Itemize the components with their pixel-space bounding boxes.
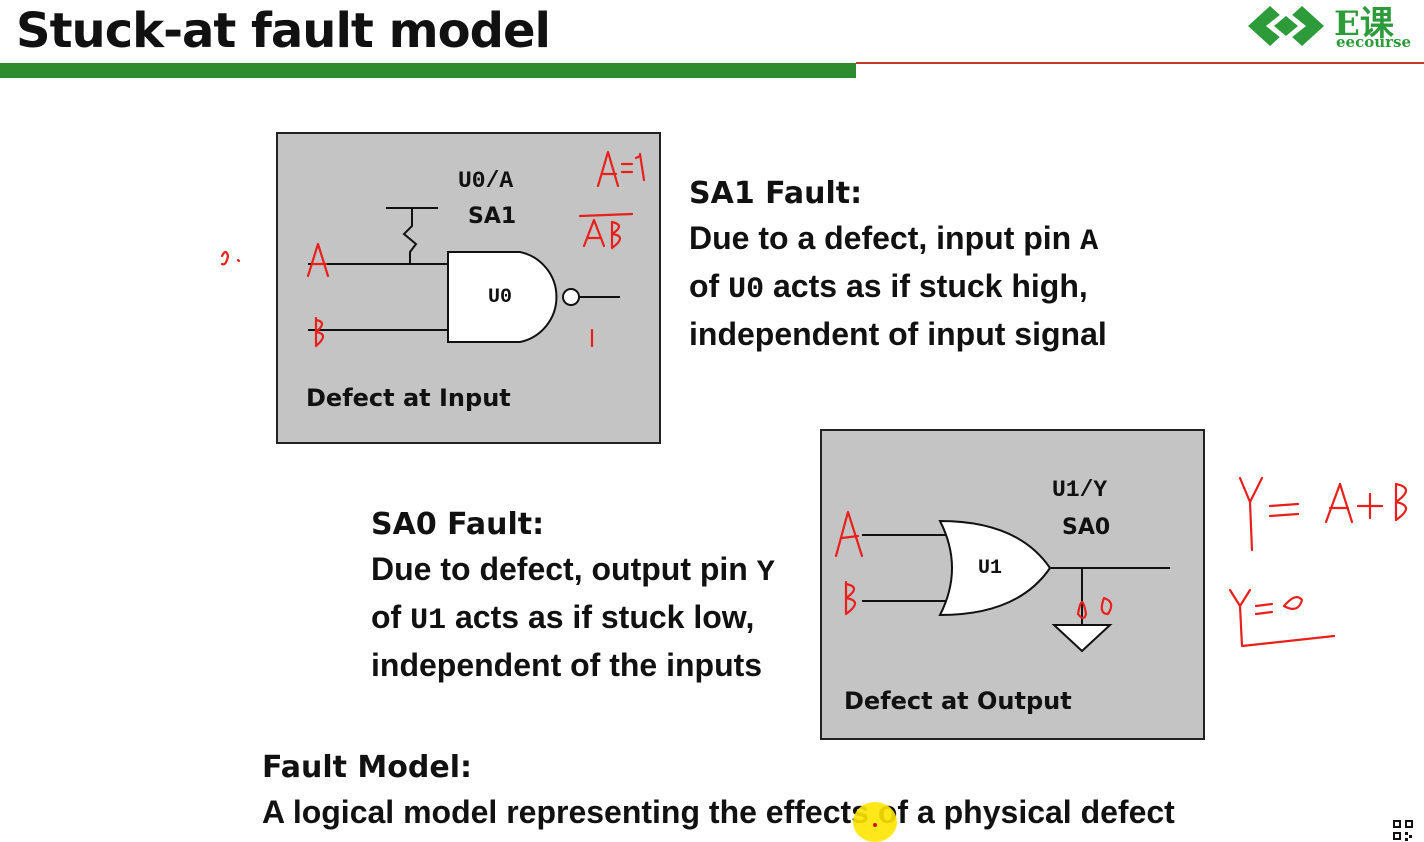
fault-model-heading: Fault Model: [262,750,472,785]
diamond-logo-icon [1248,6,1324,46]
logo-text: E课 [1334,4,1394,44]
qr-code-icon [1393,820,1413,841]
sa0-line-2: of U1 acts as if stuck low, [371,599,755,638]
nand-gate-circuit [308,207,620,343]
sa1-line-2: of U0 acts as if stuck high, [689,268,1088,307]
gate-label-u1: U1 [978,557,1003,580]
defect-at-input-figure: U0/A SA1 U0 Defect at Input [276,132,661,444]
code-pin-y: Y [756,556,775,590]
code-u0: U0 [728,273,765,307]
fault-label-sa1: SA1 [468,204,517,229]
pin-label-u0a: U0/A [458,168,514,194]
or-gate-circuit [862,519,1170,653]
sa0-line-3: independent of the inputs [371,647,763,683]
title-underline-green [0,63,856,78]
sa0-line-1: Due to defect, output pin Y [371,551,775,590]
code-pin-a: A [1080,225,1099,259]
figure-caption-output: Defect at Output [844,687,1072,715]
sa0-fault-description: SA0 Fault: Due to defect, output pin Y o… [371,503,775,687]
pin-label-u1y: U1/Y [1052,477,1108,503]
fault-model-text: A logical model representing the effects… [262,794,1175,830]
logo-subtext: eecourse [1336,33,1412,51]
code-u1: U1 [410,604,447,638]
title-underline-red [856,62,1424,64]
sa0-heading: SA0 Fault: [371,507,545,542]
pointer-dot [873,823,877,827]
sa1-line-3: independent of input signal [689,316,1107,352]
sa1-heading: SA1 Fault: [689,176,863,211]
slide-title: Stuck-at fault model [16,3,551,59]
presenter-pointer [853,802,897,842]
sa1-fault-description: SA1 Fault: Due to a defect, input pin A … [689,172,1107,356]
fault-model-definition: Fault Model: A logical model representin… [262,746,1175,834]
gate-label-u0: U0 [488,286,513,309]
defect-at-output-figure: U1/Y SA0 U1 Defect at Output [820,429,1205,740]
eecourse-logo: E课 eecourse [1244,0,1424,52]
fault-label-sa0: SA0 [1062,515,1111,540]
sa1-line-1: Due to a defect, input pin A [689,220,1099,259]
figure-caption-input: Defect at Input [306,384,511,412]
